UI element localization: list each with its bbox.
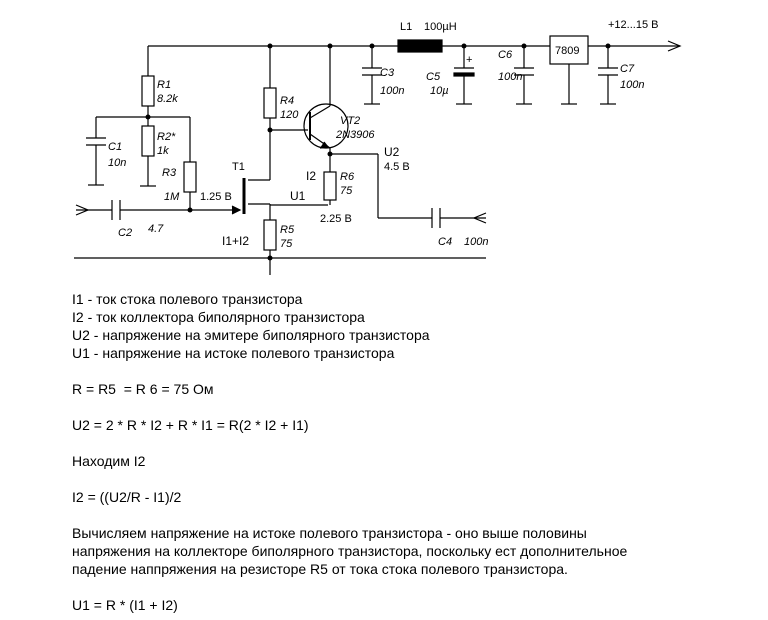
schematic-diagram: L1 100µH +12...15 В 7809 R1 8.2k R2* 1k … [74, 19, 682, 275]
label-c3: C3 [380, 67, 395, 79]
paragraph-line: напряжения на коллекторе биполярного тра… [72, 543, 628, 559]
label-7809: 7809 [555, 45, 579, 57]
label-c7-value: 100n [620, 79, 644, 91]
label-c4-value: 100n [464, 236, 488, 248]
resistor-r1 [141, 75, 155, 107]
label-i1-plus-i2: I1+I2 [222, 234, 249, 248]
label-l1: L1 [400, 21, 412, 33]
label-supply: +12...15 В [608, 19, 658, 31]
label-v-source: 2.25 В [320, 213, 352, 225]
label-c6: C6 [498, 49, 513, 61]
label-c1-value: 10n [108, 157, 126, 169]
label-u2: U2 [384, 145, 400, 159]
label-r5-value: 75 [280, 238, 293, 250]
label-r5: R5 [280, 224, 295, 236]
label-r1: R1 [157, 79, 171, 91]
resistor-r2 [141, 125, 155, 157]
label-v-gate: 1.25 В [200, 191, 232, 203]
resistor-r3 [183, 161, 197, 193]
label-vt2: VT2 [340, 115, 360, 127]
label-l1-value: 100µH [424, 21, 457, 33]
label-c4: C4 [438, 236, 452, 248]
label-r4: R4 [280, 95, 294, 107]
paragraph-line: падение наппряжения на резисторе R5 от т… [72, 561, 568, 577]
label-c2: C2 [118, 227, 132, 239]
label-i2: I2 [306, 169, 316, 183]
label-r2: R2* [157, 131, 176, 143]
label-r3: R3 [162, 167, 177, 179]
label-c6-value: 100n [498, 71, 522, 83]
equation-r: R = R5 = R 6 = 75 Ом [72, 381, 214, 397]
resistor-r6 [323, 171, 337, 201]
label-c3-value: 100n [380, 85, 404, 97]
note-line: U1 - напряжение на истоке полевого транз… [72, 345, 395, 361]
paragraph-line: Вычисляем напряжение на истоке полевого … [72, 525, 587, 541]
find-i2: Находим I2 [72, 453, 146, 469]
label-c5-value: 10µ [430, 85, 449, 97]
label-r4-value: 120 [280, 109, 299, 121]
label-v-emitter: 4.5 В [384, 161, 410, 173]
equation-u2: U2 = 2 * R * I2 + R * I1 = R(2 * I2 + I1… [72, 417, 309, 433]
label-r6-value: 75 [340, 185, 353, 197]
label-c1: C1 [108, 141, 122, 153]
note-line: I1 - ток стока полевого транзистора [72, 291, 303, 307]
label-u1: U1 [290, 189, 306, 203]
label-r1-value: 8.2k [157, 93, 178, 105]
resistor-r5 [263, 219, 277, 251]
resistor-r4 [263, 87, 277, 119]
label-r3-value: 1M [164, 191, 180, 203]
label-c5-plus: + [466, 54, 472, 66]
inductor-l1 [397, 39, 443, 53]
note-line: U2 - напряжение на эмитере биполярного т… [72, 327, 430, 343]
equation-u1: U1 = R * (I1 + I2) [72, 597, 178, 613]
notes-block: I1 - ток стока полевого транзистора I2 -… [72, 290, 752, 614]
label-t1: T1 [232, 161, 245, 173]
label-c5: C5 [426, 71, 441, 83]
label-vt2-model: 2N3906 [335, 129, 375, 141]
note-line: I2 - ток коллектора биполярного транзист… [72, 309, 365, 325]
label-c7: C7 [620, 63, 635, 75]
equation-i2: I2 = ((U2/R - I1)/2 [72, 489, 182, 505]
label-r2-value: 1k [157, 145, 169, 157]
label-c2-value: 4.7 [148, 223, 164, 235]
label-r6: R6 [340, 171, 355, 183]
